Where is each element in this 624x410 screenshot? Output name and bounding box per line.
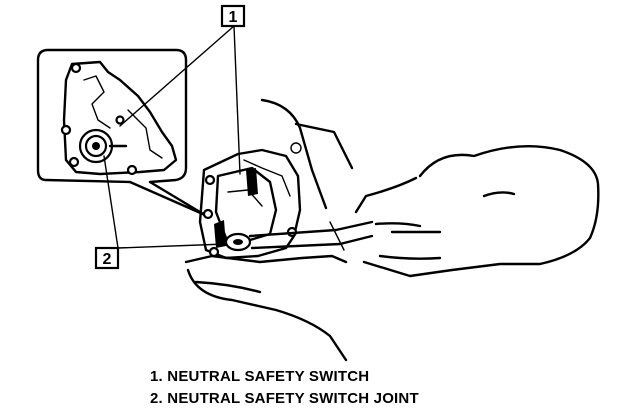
callout-2: 2	[94, 246, 120, 270]
legend-item-2: 2. NEUTRAL SAFETY SWITCH JOINT	[150, 388, 419, 410]
leader-lines	[103, 25, 241, 249]
detail-inset	[36, 48, 207, 217]
legend-item-1: 1. NEUTRAL SAFETY SWITCH	[150, 366, 419, 388]
callout-1: 1	[220, 4, 246, 28]
legend-text: NEUTRAL SAFETY SWITCH JOINT	[167, 390, 419, 407]
parts-legend: 1. NEUTRAL SAFETY SWITCH 2. NEUTRAL SAFE…	[150, 366, 419, 410]
callout-1-number: 1	[229, 9, 238, 26]
legend-number: 1.	[150, 368, 163, 385]
main-illustration	[184, 98, 600, 362]
legend-text: NEUTRAL SAFETY SWITCH	[167, 368, 370, 385]
callout-2-number: 2	[103, 251, 112, 268]
legend-number: 2.	[150, 390, 163, 407]
